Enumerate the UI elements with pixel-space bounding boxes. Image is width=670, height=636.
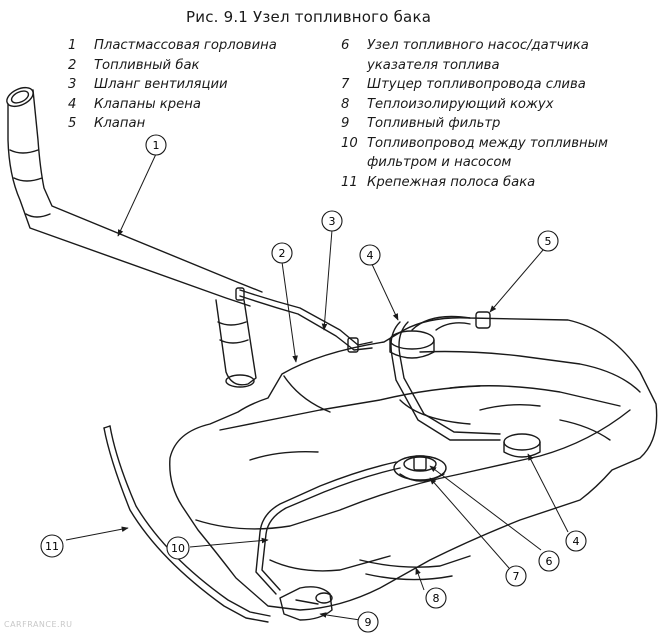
callout-1: 1 [145, 134, 167, 156]
legend-item-continuation: фильтром и насосом [341, 153, 661, 173]
svg-text:4: 4 [367, 249, 374, 262]
callout-7: 7 [505, 565, 527, 587]
svg-text:5: 5 [545, 235, 552, 248]
legend-right: 6 Узел топливного насос/датчика указател… [341, 36, 661, 192]
fuel-line [255, 461, 401, 595]
legend-text: Клапан [94, 116, 146, 131]
legend-item: 9 Топливный фильтр [341, 114, 661, 134]
svg-text:11: 11 [45, 540, 59, 553]
heat-shield [359, 555, 471, 581]
legend-text: Пластмассовая горловина [94, 38, 277, 53]
legend-text: Топливопровод между топливным [367, 135, 608, 151]
rollover-valves [389, 330, 541, 458]
svg-text:9: 9 [365, 616, 372, 629]
legend-text: Топливный фильтр [367, 116, 501, 131]
legend-number: 4 [68, 96, 77, 112]
legend-text: Шланг вентиляции [94, 77, 228, 92]
legend-number: 7 [341, 77, 350, 92]
watermark: CARFRANCE.RU [4, 620, 73, 629]
leader-lines [65, 153, 569, 621]
svg-text:8: 8 [433, 592, 440, 605]
callout-11: 11 [40, 534, 64, 558]
callout-9: 9 [357, 611, 379, 633]
legend-text: Теплоизолирующий кожух [367, 96, 554, 112]
vent-hose [235, 287, 373, 353]
legend-number: 2 [68, 57, 77, 73]
legend-item: 8 Теплоизолирующий кожух [341, 95, 661, 115]
legend-number: 3 [68, 77, 77, 92]
callout-4-top: 4 [359, 244, 381, 266]
legend-text-continuation: указателя топлива [367, 57, 500, 73]
legend-text: Штуцер топливопровода слива [367, 77, 586, 92]
legend-item: 1 Пластмассовая горловина [68, 36, 328, 56]
tank-strap [103, 425, 271, 623]
svg-text:10: 10 [171, 542, 185, 555]
pump-sender-unit [393, 455, 447, 482]
callout-10: 10 [166, 536, 190, 560]
legend-number: 1 [68, 38, 77, 53]
legend-number: 9 [341, 116, 350, 131]
figure-title: Рис. 9.1 Узел топливного бака [186, 8, 432, 26]
callout-2: 2 [271, 242, 293, 264]
callouts: 1 2 3 4 5 4 6 [40, 134, 587, 633]
legend-number: 6 [341, 38, 350, 53]
callout-3: 3 [321, 210, 343, 232]
fuel-tank-body [169, 317, 658, 611]
legend-item: 3 Шланг вентиляции [68, 75, 328, 95]
legend-number: 10 [341, 135, 358, 151]
svg-text:7: 7 [513, 570, 520, 583]
svg-text:4: 4 [573, 535, 580, 548]
legend-item: 5 Клапан [68, 114, 328, 134]
legend-number: 11 [341, 174, 358, 190]
fuel-filter [279, 586, 333, 621]
legend-text: Узел топливного насос/датчика [367, 38, 589, 53]
svg-text:6: 6 [546, 555, 553, 568]
legend-item: 2 Топливный бак [68, 56, 328, 76]
legend-item: 11 Крепежная полоса бака [341, 173, 661, 193]
svg-text:1: 1 [153, 139, 160, 152]
filler-neck [6, 86, 263, 388]
callout-8: 8 [425, 587, 447, 609]
legend-text-continuation: фильтром и насосом [367, 155, 512, 170]
legend-text: Крепежная полоса бака [367, 174, 536, 190]
legend-item: 7 Штуцер топливопровода слива [341, 75, 661, 95]
svg-text:2: 2 [279, 247, 286, 260]
legend-item: 6 Узел топливного насос/датчика [341, 36, 661, 56]
legend-text: Клапаны крена [94, 96, 201, 112]
legend-item: 10 Топливопровод между топливным [341, 134, 661, 154]
callout-6: 6 [538, 550, 560, 572]
legend-left: 1 Пластмассовая горловина 2 Топливный ба… [68, 36, 328, 134]
callout-4-right: 4 [565, 530, 587, 552]
legend-item-continuation: указателя топлива [341, 56, 661, 76]
legend-text: Топливный бак [94, 57, 200, 73]
legend-number: 8 [341, 96, 350, 112]
legend-item: 4 Клапаны крена [68, 95, 328, 115]
svg-text:3: 3 [329, 215, 336, 228]
valve-assembly [390, 311, 501, 441]
callout-5: 5 [537, 230, 559, 252]
legend-number: 5 [68, 116, 77, 131]
